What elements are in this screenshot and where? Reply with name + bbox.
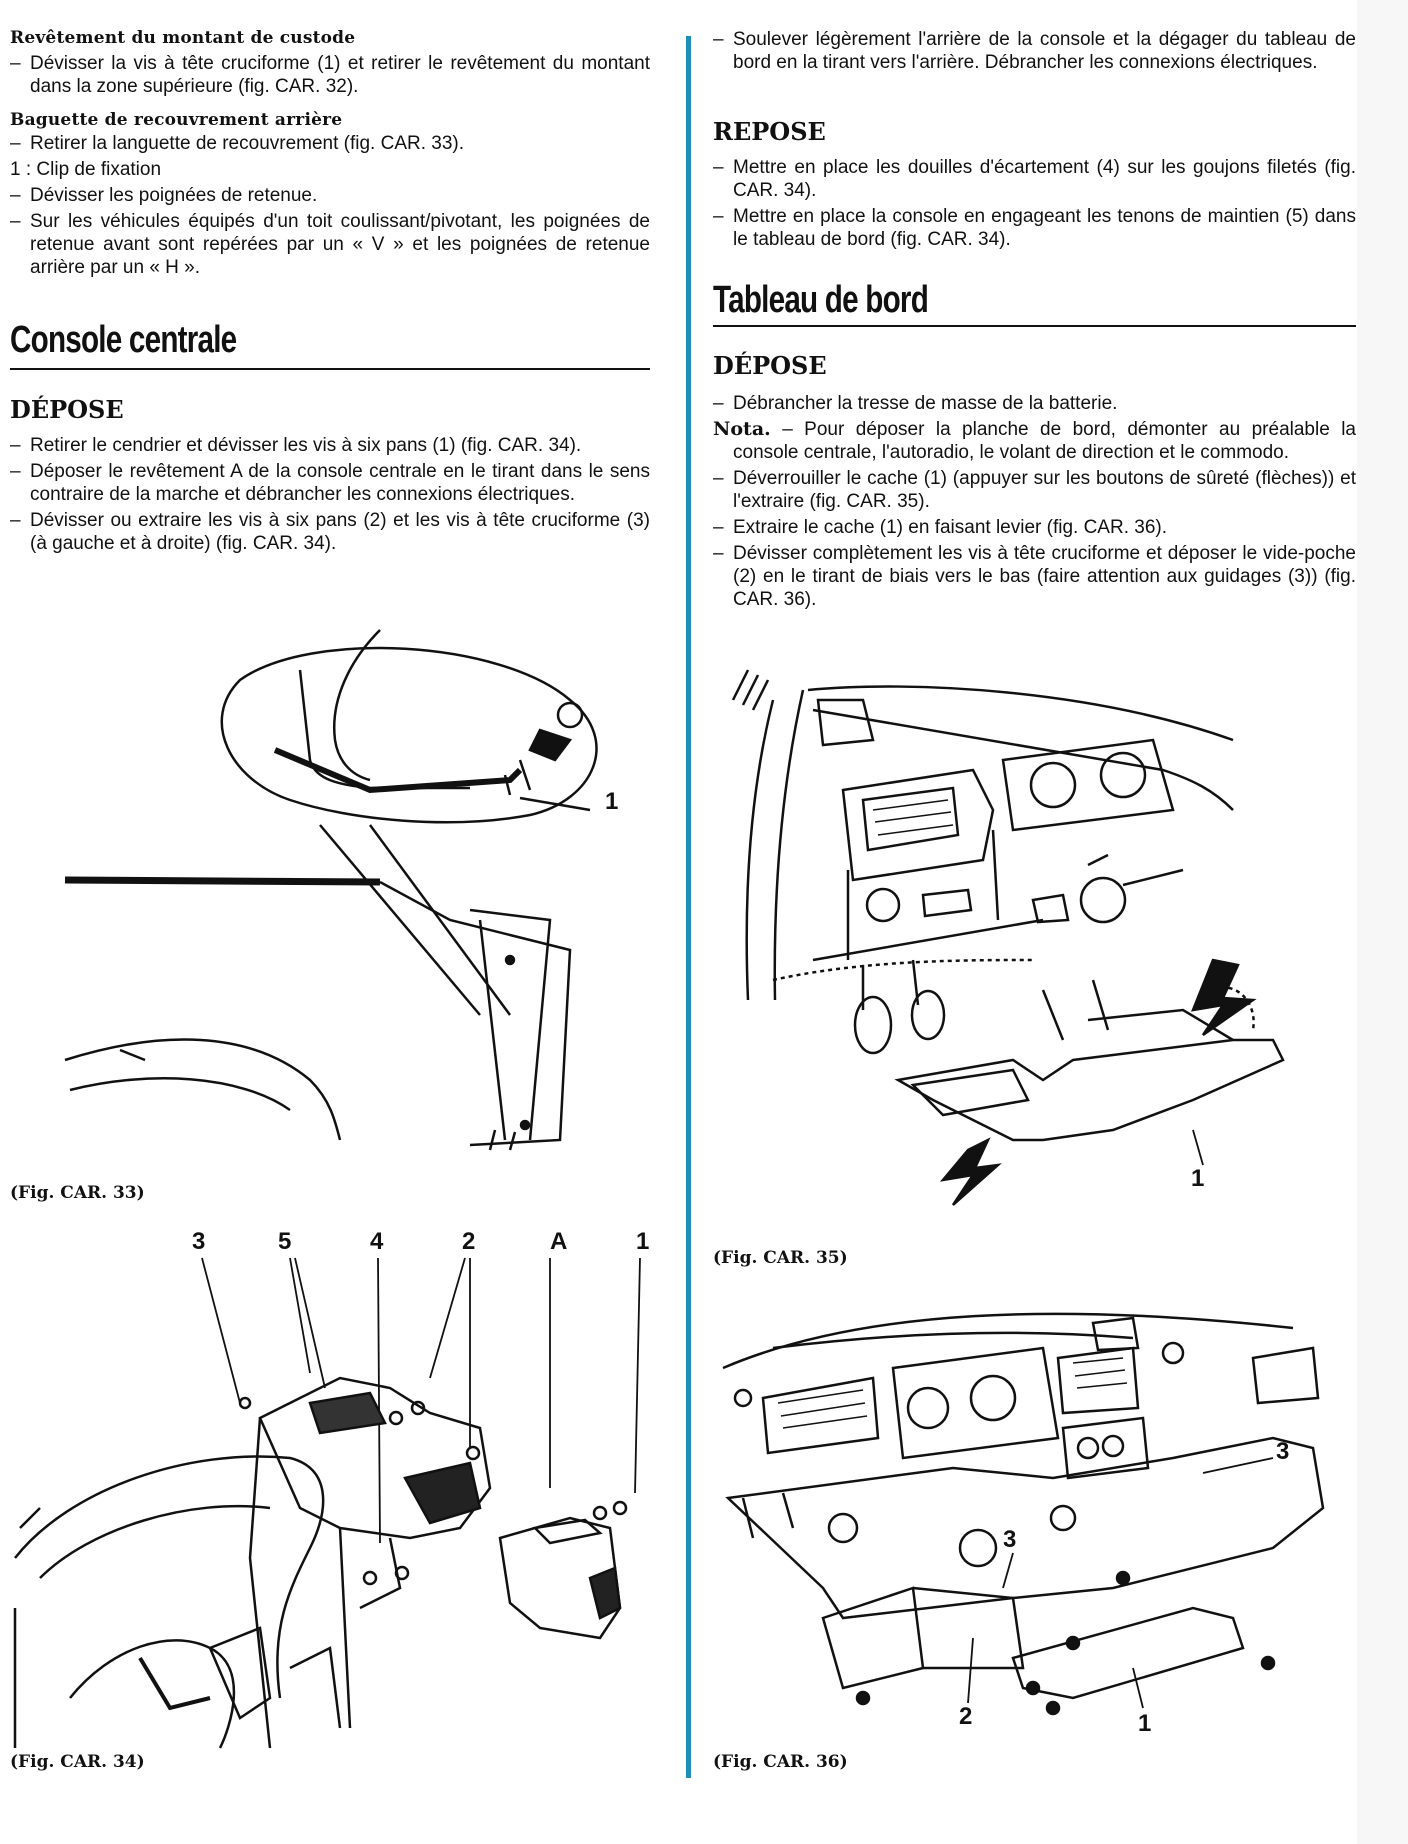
fig36-label-3b: 3 (1003, 1526, 1017, 1553)
item-tableau-1: –Débrancher la tresse de masse de la bat… (713, 393, 1118, 414)
item-repose-1: –Mettre en place les douilles d'écarteme… (713, 157, 1356, 201)
column-divider (686, 36, 691, 1778)
item-intro-1: –Soulever légèrement l'arrière de la con… (713, 29, 1356, 73)
subhead-baguette: Baguette de recouvrement arrière (10, 110, 343, 130)
title-rule (10, 368, 650, 370)
item-tableau-2: –Déverrouiller le cache (1) (appuyer sur… (713, 468, 1356, 512)
figure-car-35: 1 (713, 660, 1358, 1240)
figure-car-33: 1 (50, 620, 650, 1160)
tableau-depose: DÉPOSE –Débrancher la tresse de masse de… (713, 352, 1356, 614)
heading-depose-tableau: DÉPOSE (713, 351, 827, 380)
caption-fig35: (Fig. CAR. 35) (713, 1248, 848, 1268)
caption-fig33: (Fig. CAR. 33) (10, 1183, 145, 1203)
fig36-label-3a: 3 (1276, 1438, 1290, 1465)
figure-car-36: 3 3 2 1 (713, 1288, 1358, 1758)
section-baguette: Baguette de recouvrement arrière –Retire… (10, 110, 650, 282)
section-title-tableau: Tableau de bord (713, 279, 929, 321)
item-tableau-3: –Extraire le cache (1) en faisant levier… (713, 517, 1168, 538)
fig36-label-2: 2 (959, 1703, 973, 1730)
fig34-label-4: 4 (370, 1228, 384, 1255)
fig34-label-5: 5 (278, 1228, 292, 1255)
item-baguette-3: –Dévisser les poignées de retenue. (10, 185, 318, 206)
item-console-1: –Retirer le cendrier et dévisser les vis… (10, 435, 582, 456)
item-repose-2: –Mettre en place la console en engageant… (713, 206, 1356, 250)
section-tableau: Tableau de bord (713, 278, 1356, 322)
section-title-console: Console centrale (10, 319, 237, 361)
section-repose: REPOSE –Mettre en place les douilles d'é… (713, 118, 1356, 254)
caption-fig34: (Fig. CAR. 34) (10, 1752, 145, 1772)
subhead-custode: Revêtement du montant de custode (10, 28, 356, 48)
section-console: Console centrale (10, 318, 650, 362)
heading-depose-console: DÉPOSE (10, 395, 124, 424)
caption-fig36: (Fig. CAR. 36) (713, 1752, 848, 1772)
item-baguette-2: 1 : Clip de fixation (10, 159, 162, 180)
item-tableau-4: –Dévisser complètement les vis à tête cr… (713, 543, 1356, 610)
item-console-2: –Déposer le revêtement A de la console c… (10, 461, 650, 505)
item-console-3: –Dévisser ou extraire les vis à six pans… (10, 510, 650, 554)
title-rule-tableau (713, 325, 1356, 327)
fig34-label-2: 2 (462, 1228, 476, 1255)
fig34-label-1: 1 (636, 1228, 650, 1255)
heading-repose: REPOSE (713, 117, 826, 146)
console-depose: DÉPOSE –Retirer le cendrier et dévisser … (10, 396, 650, 558)
item-baguette-1: –Retirer la languette de recouvrement (f… (10, 133, 465, 154)
right-intro: –Soulever légèrement l'arrière de la con… (713, 28, 1356, 77)
fig36-label-1: 1 (1138, 1710, 1152, 1737)
figure-car-34: 3 5 4 2 A 1 (10, 1228, 660, 1758)
fig33-label-1: 1 (605, 788, 619, 815)
nota-tableau: Nota. – Pour déposer la planche de bord,… (713, 418, 1357, 463)
page: Revêtement du montant de custode –Déviss… (10, 28, 1358, 1778)
item-baguette-4: –Sur les véhicules équipés d'un toit cou… (10, 211, 650, 278)
section-custode: Revêtement du montant de custode –Déviss… (10, 28, 650, 101)
fig35-label-1: 1 (1191, 1165, 1205, 1192)
item-custode-1: –Dévisser la vis à tête cruciforme (1) e… (10, 53, 650, 97)
fig34-label-3: 3 (192, 1228, 206, 1255)
fig34-label-A: A (550, 1228, 568, 1255)
